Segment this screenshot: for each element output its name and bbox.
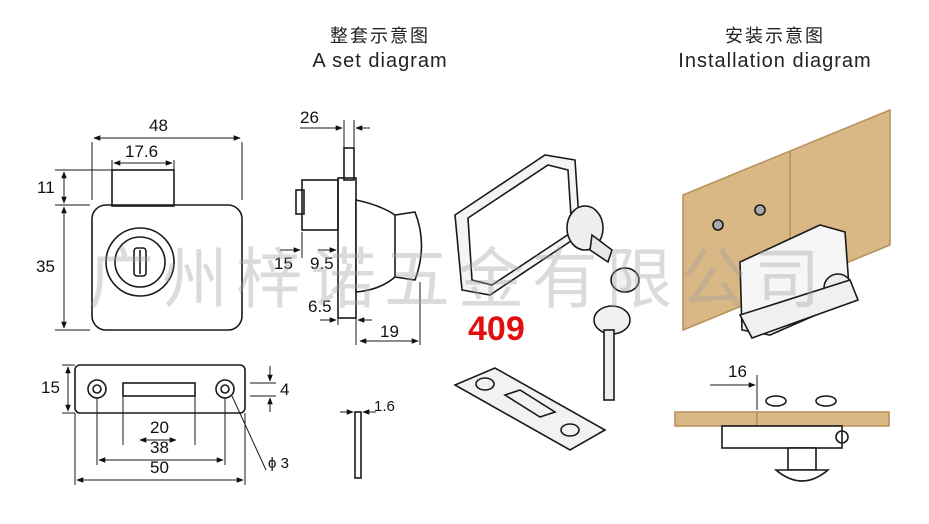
- dim-top: 11: [37, 178, 55, 197]
- dim-plate-height: 15: [41, 378, 60, 397]
- dim-side-a: 15: [274, 254, 293, 273]
- set-diagram-title-en: A set diagram: [312, 50, 448, 72]
- dim-side-top: 26: [300, 108, 319, 127]
- installation-diagram-title-cn: 安装示意图: [725, 26, 825, 47]
- watermark-text: 广州梓诺五金有限公司: [88, 241, 828, 318]
- installation-illustration: [682, 108, 891, 339]
- dim-width: 48: [149, 116, 168, 135]
- dim-plate-thickness: 1.6: [374, 398, 395, 415]
- dim-side-b: 9.5: [310, 254, 334, 273]
- installation-section-view: [674, 395, 890, 482]
- dim-plate-length: 50: [150, 458, 169, 477]
- dim-hole-diameter: ϕ 3: [268, 455, 289, 472]
- plate-thickness-view: [354, 411, 362, 479]
- dim-plate-holes: 38: [150, 438, 169, 457]
- dim-install-gap: 16: [728, 362, 747, 381]
- dim-plate-inner: 20: [150, 418, 169, 437]
- set-diagram-title-cn: 整套示意图: [330, 26, 430, 47]
- installation-diagram-header: 安装示意图 Installation diagram: [660, 22, 890, 73]
- dim-side-depth: 19: [380, 322, 399, 341]
- strike-dimension-lines: [62, 364, 276, 485]
- lock-product-illustration: [454, 154, 640, 401]
- lock-front-view: [91, 169, 243, 331]
- dim-cylinder: 17.6: [125, 142, 159, 161]
- dim-plate-slot: 4: [280, 380, 290, 399]
- lock-side-view: [295, 147, 423, 319]
- side-dimension-lines: [280, 120, 421, 345]
- dim-side-c: 6.5: [308, 297, 332, 316]
- model-number-label: 409: [468, 310, 525, 348]
- strike-plate-view: [74, 364, 246, 414]
- strike-plate-illustration: [453, 367, 607, 451]
- front-dimension-lines: [55, 135, 243, 331]
- dim-height: 35: [36, 257, 55, 276]
- set-diagram-header: 整套示意图 A set diagram: [300, 22, 460, 73]
- installation-diagram-title-en: Installation diagram: [678, 50, 872, 72]
